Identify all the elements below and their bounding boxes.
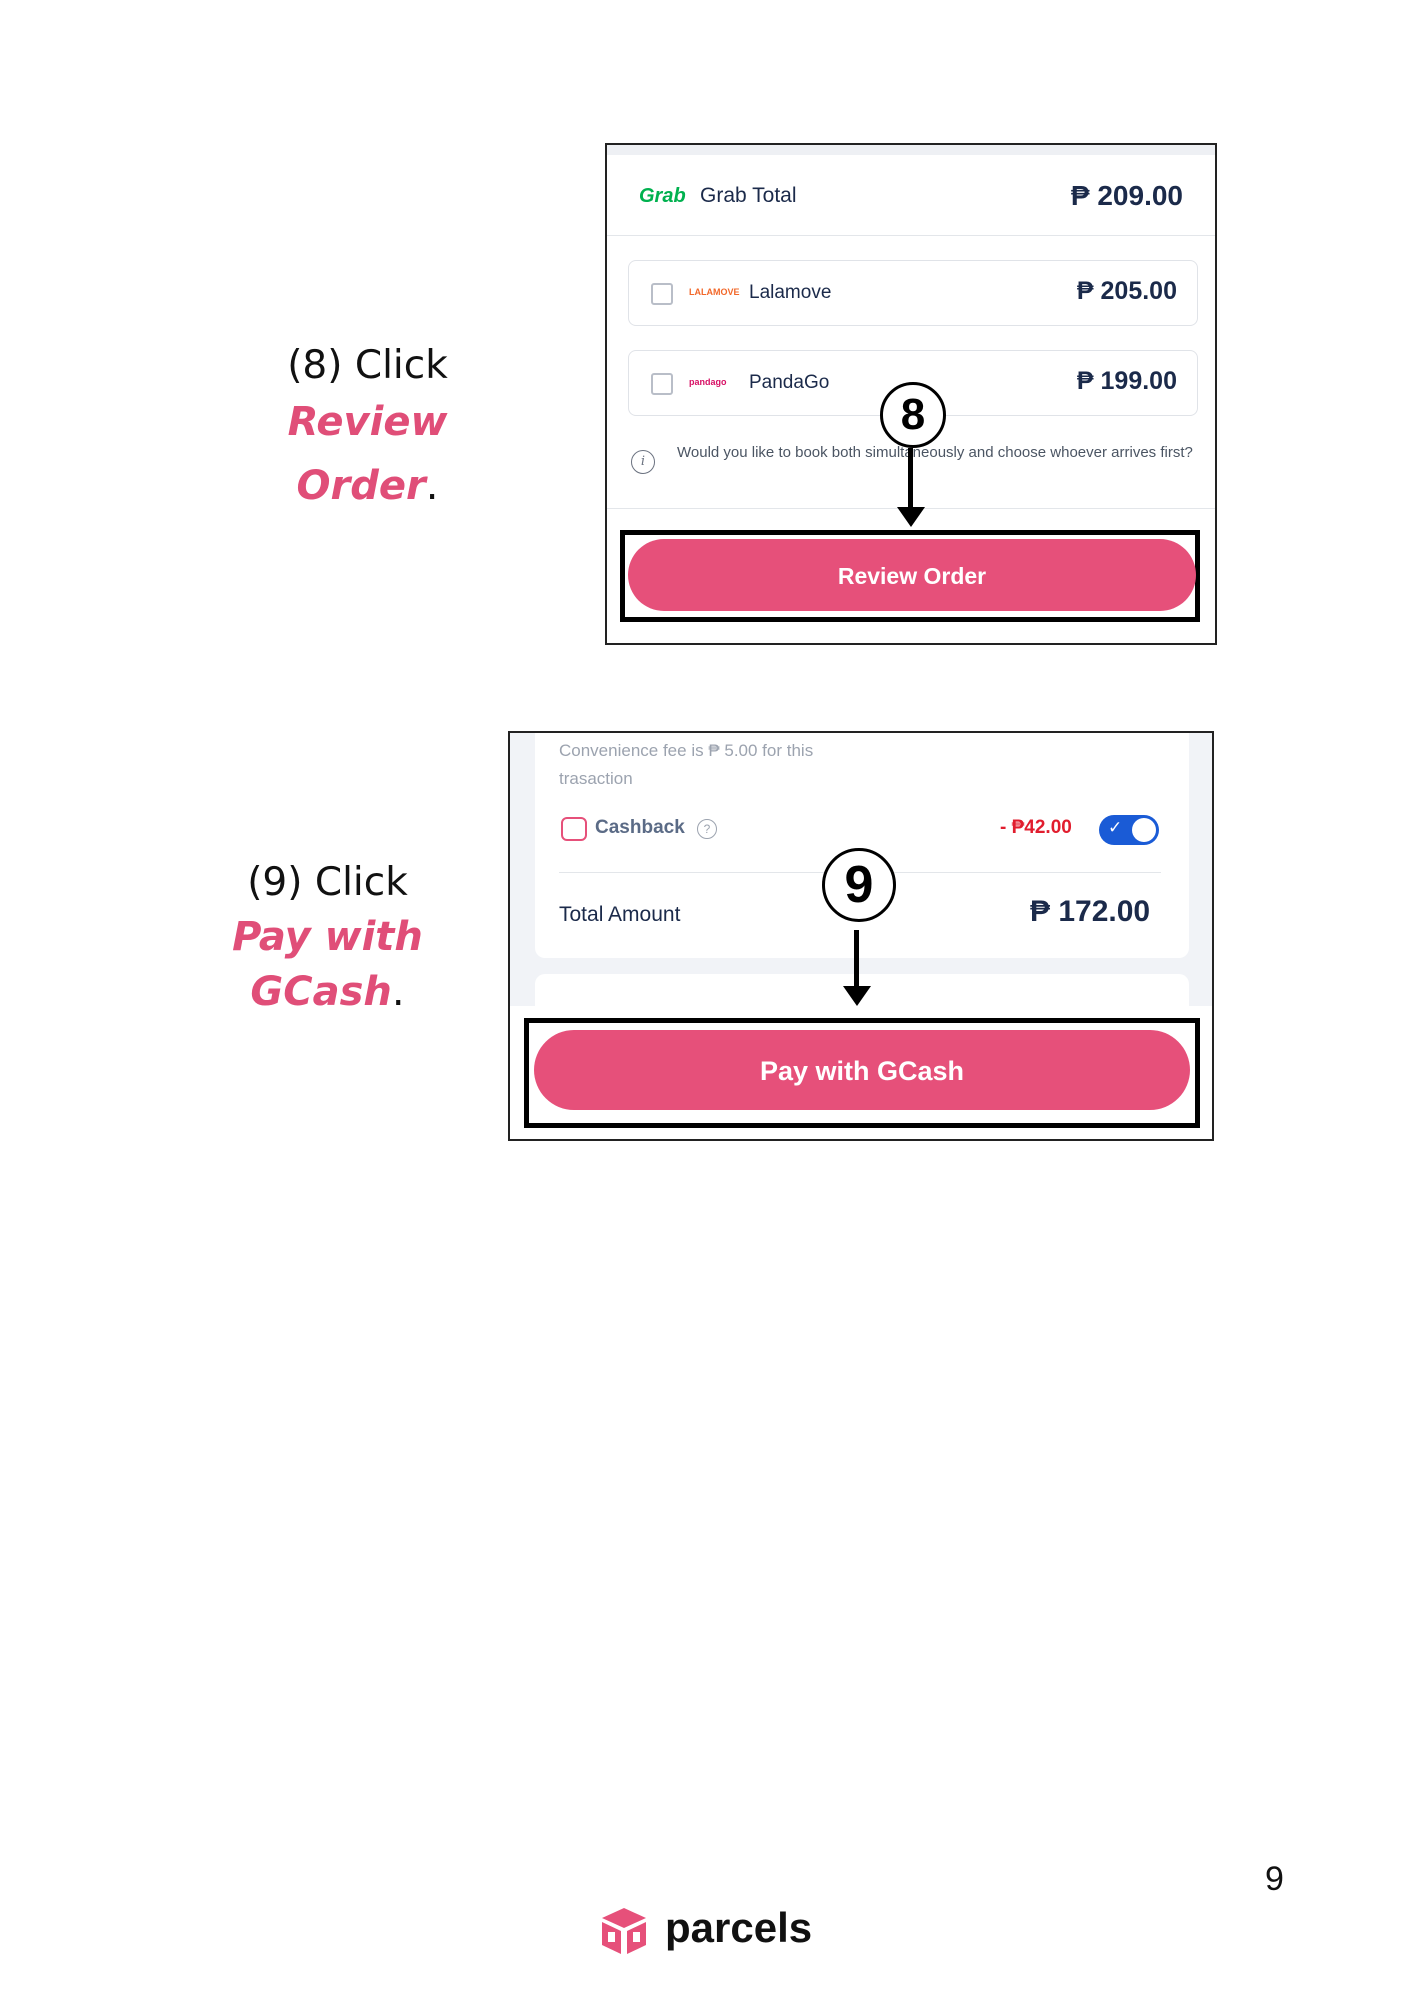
lalamove-price: ₱ 205.00 [1076, 277, 1177, 305]
grab-total-label: Grab Total [700, 184, 797, 207]
step-8-instruction-suffix: . [425, 463, 439, 509]
lalamove-logo: LALAMOVE [689, 287, 740, 297]
convenience-fee-text: Convenience fee is ₱ 5.00 for this trasa… [559, 741, 814, 788]
grab-total-row: Grab Grab Total ₱ 209.00 [607, 155, 1215, 236]
step-9-instruction: (9) Click Pay with GCash. [215, 855, 440, 1027]
page-number: 9 [1265, 1860, 1284, 1898]
pandago-name: PandaGo [749, 372, 830, 393]
help-icon[interactable]: ? [697, 819, 717, 839]
grab-total-price: ₱ 209.00 [1070, 180, 1183, 211]
lalamove-name: Lalamove [749, 282, 832, 303]
step-8-instruction-prefix: (8) Click [287, 343, 448, 388]
info-text: Would you like to book both simultaneous… [677, 444, 1193, 461]
cashback-icon [561, 817, 587, 841]
step-9-screenshot: Convenience fee is ₱ 5.00 for this trasa… [508, 731, 1214, 1141]
toggle-knob [1132, 818, 1156, 842]
step-9-instruction-action-line2: GCash [250, 969, 392, 1015]
cashback-label: Cashback [595, 817, 685, 838]
option-lalamove[interactable]: LALAMOVE Lalamove ₱ 205.00 [628, 260, 1198, 326]
grab-logo: Grab [639, 185, 686, 207]
total-amount-label: Total Amount [559, 903, 681, 926]
step-9-badge: 9 [822, 848, 896, 922]
step-8-screenshot: Grab Grab Total ₱ 209.00 LALAMOVE Lalamo… [605, 143, 1217, 645]
check-icon: ✓ [1108, 818, 1123, 837]
step-9-arrow-head-icon [843, 986, 871, 1006]
top-strip [607, 145, 1215, 155]
highlight-box [620, 530, 1200, 622]
step-8-instruction-action: Review Order [287, 399, 448, 509]
cashback-amount: - ₱42.00 [1000, 817, 1072, 838]
pay-with-gcash-button[interactable]: Pay with GCash [534, 1030, 1190, 1110]
step-9-instruction-suffix: . [391, 969, 405, 1015]
review-order-button[interactable]: Review Order [628, 539, 1196, 611]
step-9-arrow-shaft [854, 930, 859, 988]
highlight-box [524, 1018, 1200, 1128]
pandago-checkbox[interactable] [651, 373, 673, 395]
pandago-logo: pandago [689, 377, 727, 387]
step-9-instruction-action-line1: Pay with [232, 914, 423, 960]
step-8-arrow-head-icon [897, 507, 925, 527]
info-icon: i [631, 450, 655, 474]
parcels-box-icon [602, 1908, 646, 1954]
brand-name: parcels [665, 1904, 813, 1951]
cashback-toggle[interactable]: ✓ [1099, 815, 1159, 845]
lalamove-checkbox[interactable] [651, 283, 673, 305]
pandago-price: ₱ 199.00 [1076, 367, 1177, 395]
total-amount-value: ₱ 172.00 [1030, 895, 1151, 928]
step-8-instruction: (8) Click Review Order. [215, 338, 520, 522]
step-8-arrow-shaft [908, 448, 913, 510]
step-8-badge: 8 [880, 382, 946, 448]
step-9-instruction-prefix: (9) Click [247, 860, 408, 905]
